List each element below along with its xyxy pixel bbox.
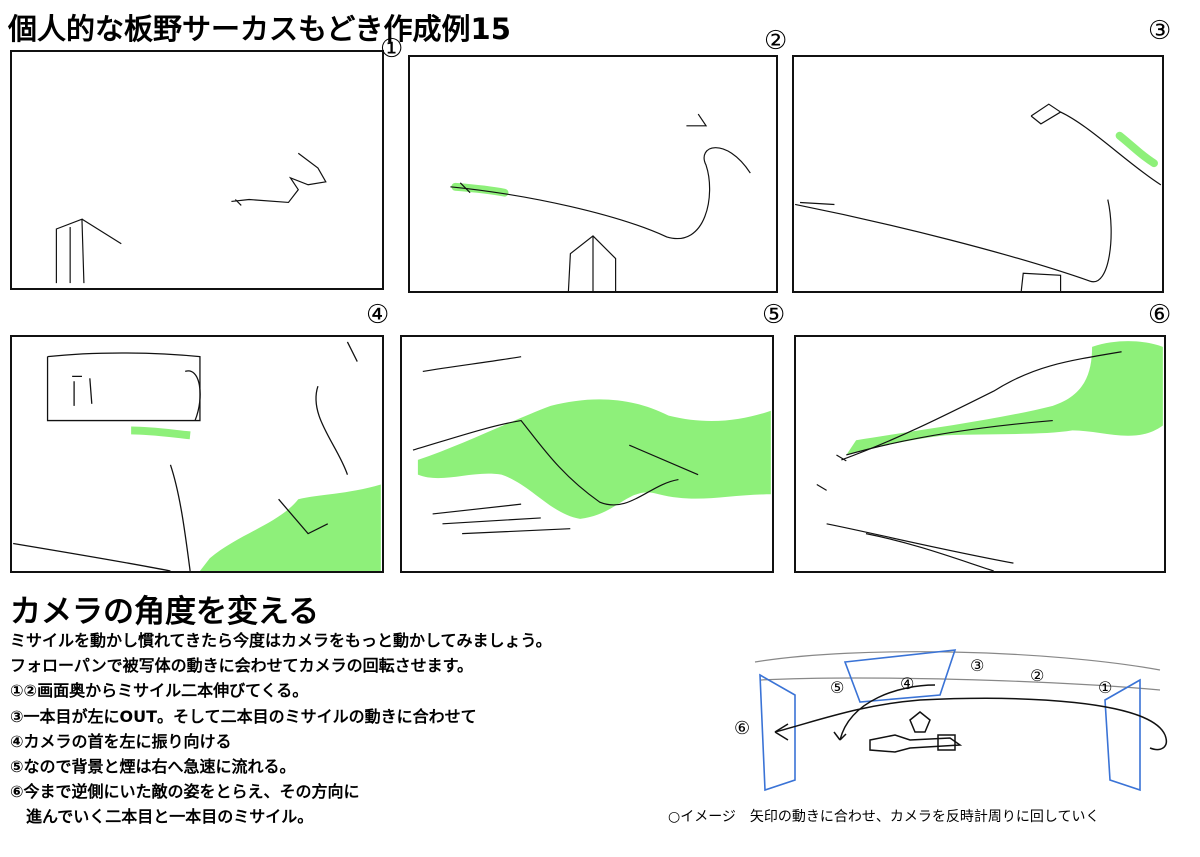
panel-number-4: ④ bbox=[366, 302, 389, 328]
diagram-label-2: ② bbox=[1030, 668, 1044, 684]
camera-rotation-sketch bbox=[720, 640, 1190, 805]
panel-1-sketch bbox=[12, 52, 382, 288]
storyboard-panel-1 bbox=[10, 50, 384, 290]
camera-rotation-diagram: ⑥ ⑤ ④ ③ ② ① bbox=[720, 640, 1190, 805]
panel-number-1: ① bbox=[380, 36, 403, 62]
page-title: 個人的な板野サーカスもどき作成例15 bbox=[8, 6, 511, 48]
diagram-label-1: ① bbox=[1098, 680, 1112, 696]
diagram-label-5: ⑤ bbox=[830, 680, 844, 696]
explanation-line: ⑥今まで逆側にいた敵の姿をとらえ、その方向に bbox=[10, 779, 552, 804]
storyboard-panel-5 bbox=[400, 335, 774, 573]
panel-number-2: ② bbox=[764, 28, 787, 54]
diagram-label-6: ⑥ bbox=[734, 720, 750, 738]
storyboard-panel-3 bbox=[792, 55, 1164, 293]
panel-number-6: ⑥ bbox=[1148, 302, 1171, 328]
panel-3-sketch bbox=[794, 57, 1162, 291]
explanation-line: ④カメラの首を左に振り向ける bbox=[10, 729, 552, 754]
explanation-line: 進んでいく二本目と一本目のミサイル。 bbox=[10, 804, 552, 829]
explanation-text: ミサイルを動かし慣れてきたら今度はカメラをもっと動かしてみましょう。 フォローパ… bbox=[10, 628, 552, 830]
panel-6-sketch bbox=[796, 337, 1164, 571]
explanation-line: フォローパンで被写体の動きに会わせてカメラの回転させます。 bbox=[10, 653, 552, 678]
section-heading: カメラの角度を変える bbox=[10, 586, 319, 631]
diagram-caption: ○イメージ 矢印の動きに合わせ、カメラを反時計周りに回していく bbox=[668, 806, 1100, 826]
storyboard-panel-6 bbox=[794, 335, 1166, 573]
panel-2-sketch bbox=[410, 57, 776, 291]
panel-5-sketch bbox=[402, 337, 772, 571]
storyboard-panel-2 bbox=[408, 55, 778, 293]
explanation-line: ③一本目が左にOUT。そして二本目のミサイルの動きに合わせて bbox=[10, 704, 552, 729]
explanation-line: ミサイルを動かし慣れてきたら今度はカメラをもっと動かしてみましょう。 bbox=[10, 628, 552, 653]
explanation-line: ⑤なので背景と煙は右へ急速に流れる。 bbox=[10, 754, 552, 779]
panel-number-5: ⑤ bbox=[762, 302, 785, 328]
diagram-label-3: ③ bbox=[970, 658, 984, 674]
panel-4-sketch bbox=[12, 337, 382, 571]
diagram-label-4: ④ bbox=[900, 676, 914, 692]
panel-number-3: ③ bbox=[1148, 18, 1171, 44]
explanation-line: ①②画面奥からミサイル二本伸びてくる。 bbox=[10, 678, 552, 703]
storyboard-panel-4 bbox=[10, 335, 384, 573]
